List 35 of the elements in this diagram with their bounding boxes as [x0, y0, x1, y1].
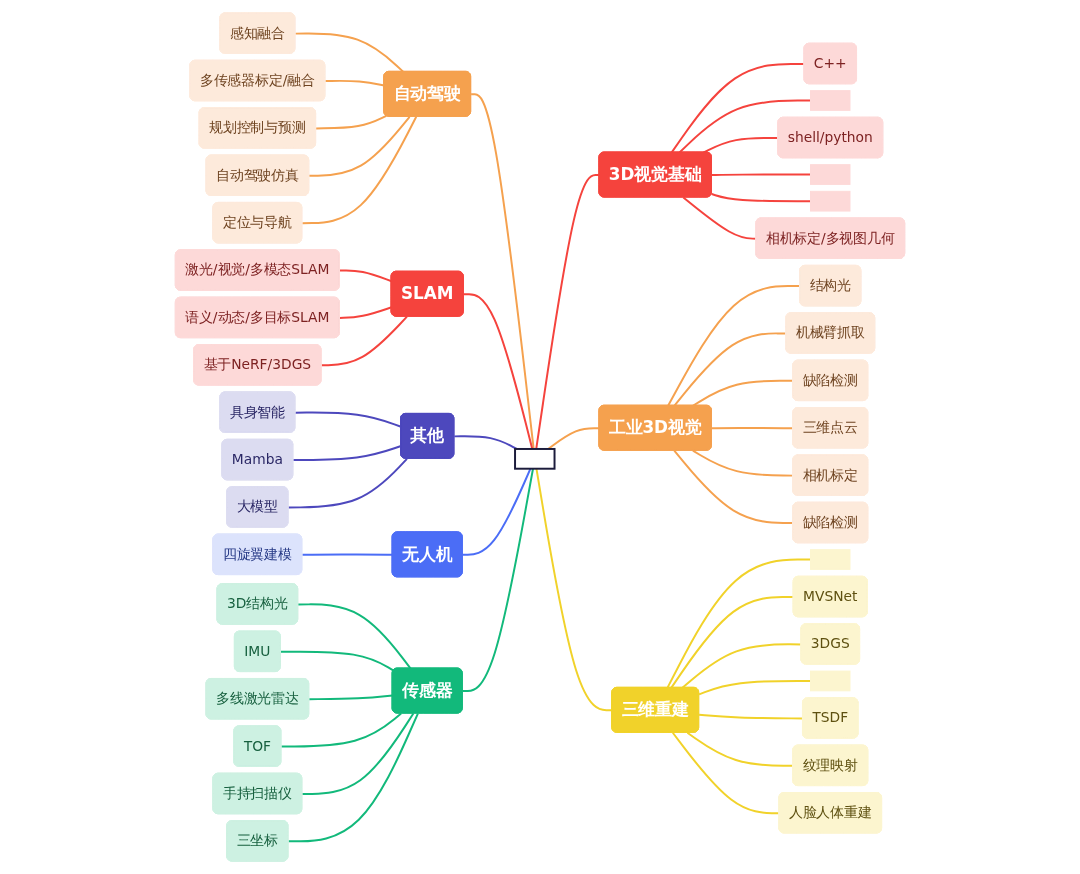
- node-box: [810, 90, 851, 111]
- connector: [294, 411, 402, 428]
- connector: [301, 712, 415, 795]
- connector: [297, 603, 412, 670]
- connector: [338, 269, 393, 283]
- connector: [294, 32, 405, 73]
- connector: [670, 595, 795, 689]
- connector: [308, 694, 394, 701]
- connector: [678, 99, 812, 154]
- connector: [301, 553, 394, 556]
- connector: [461, 467, 532, 556]
- node-box: [810, 670, 851, 692]
- connector: [698, 713, 804, 720]
- connector: [698, 679, 812, 696]
- node-box: [810, 190, 851, 212]
- node-box: [810, 549, 851, 570]
- connector: [287, 457, 408, 509]
- connector: [308, 115, 411, 177]
- connector: [320, 315, 408, 367]
- connector: [710, 173, 812, 177]
- connector: [280, 712, 403, 748]
- connector: [453, 435, 518, 450]
- connector: [666, 558, 812, 689]
- connector: [279, 650, 395, 672]
- connector: [470, 93, 535, 450]
- connector: [338, 306, 393, 319]
- connector: [315, 114, 388, 130]
- connector: [292, 445, 402, 462]
- node-box: [514, 448, 556, 470]
- node-box: [810, 164, 851, 185]
- connector: [462, 293, 534, 450]
- connector: [710, 193, 812, 203]
- connector: [287, 712, 419, 843]
- connector: [461, 467, 534, 693]
- connector: [301, 115, 418, 225]
